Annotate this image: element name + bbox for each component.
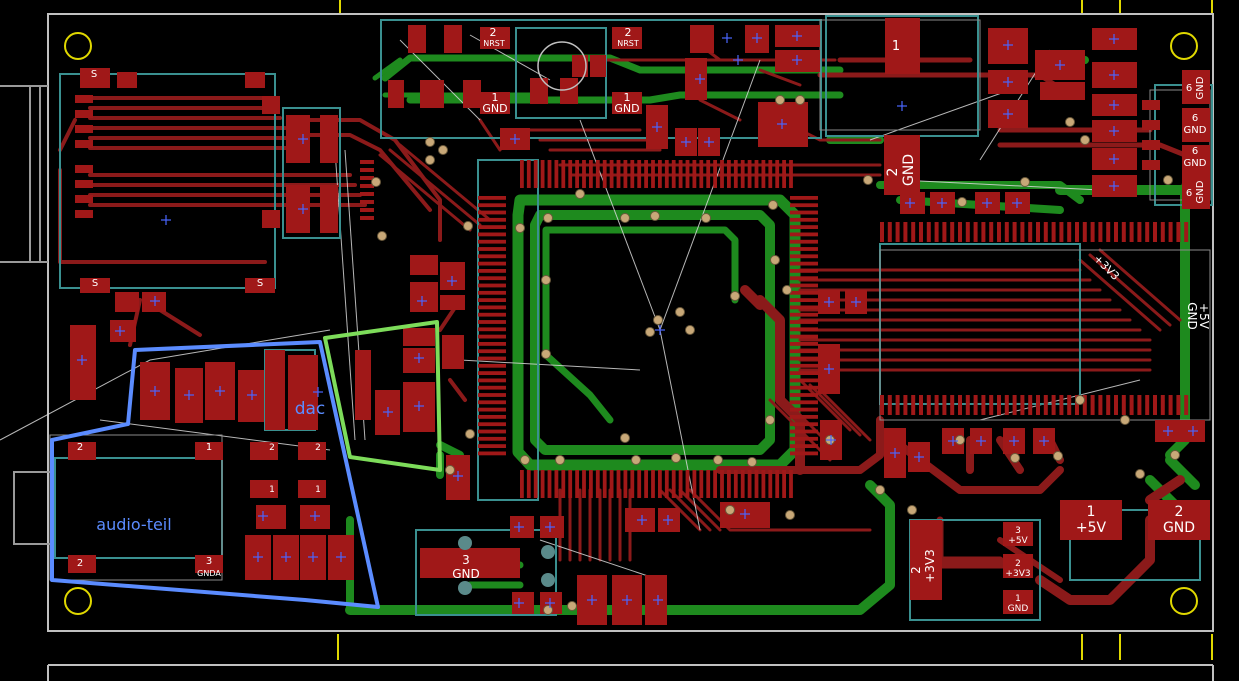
label: 2 [1175,504,1184,520]
label: GND [1184,158,1207,169]
label: +5V [1197,303,1211,330]
label: S [257,278,263,289]
audio-section-label: audio-teil [96,515,171,534]
label: 2 [490,26,497,39]
label: 6 [1186,83,1192,94]
label: 1 [315,485,321,495]
label: GND [1184,125,1207,136]
label: +5V [1008,536,1028,546]
label: GND [482,102,507,115]
label: 1 [1087,504,1096,520]
dac-label: dac [295,399,326,419]
label: 1 [624,91,631,104]
label: GND [1195,180,1206,203]
label: 2 [1015,559,1021,569]
label: 2 [625,26,632,39]
mounting-holes [64,32,1198,615]
label: 2 [269,443,275,453]
tht-pads [458,41,587,595]
label: 3 [1015,526,1021,536]
label: 2 [77,558,83,569]
label: 2 [315,443,321,453]
label: GND [452,567,480,581]
pad-markers [77,31,1198,608]
vias [371,95,1180,615]
label: 6 [1186,188,1192,199]
audio-annotation: dac audio-teil [50,340,380,609]
label: +3V3 [923,549,937,583]
label: 1 [269,485,275,495]
label: 1 [892,39,900,54]
label: NRST [617,39,639,48]
board-outline [47,13,1214,681]
label: GND [614,102,639,115]
label: +5V [1076,520,1107,536]
label: S [91,69,97,80]
label: GND [1163,520,1195,536]
label: 3 [206,556,212,567]
label: S [92,278,98,289]
label: +3V3 [1005,569,1030,579]
label: 2 [885,168,901,177]
dac-annotation [323,320,442,472]
label: 1 [206,442,212,453]
label: GND [1008,604,1029,614]
label: NRST [483,39,505,48]
label: 1 [1015,594,1021,604]
label: 2 [77,442,83,453]
label: GND [1185,302,1199,330]
label: 3 [462,553,470,567]
label: 6 [1192,146,1198,157]
label: 6 [1192,113,1198,124]
label: 1 [492,91,499,104]
label: GND [901,154,917,186]
label: GND [1195,76,1206,99]
label: 2 [909,566,923,574]
label: GNDA [197,569,221,578]
mcu-pins [357,160,1189,498]
